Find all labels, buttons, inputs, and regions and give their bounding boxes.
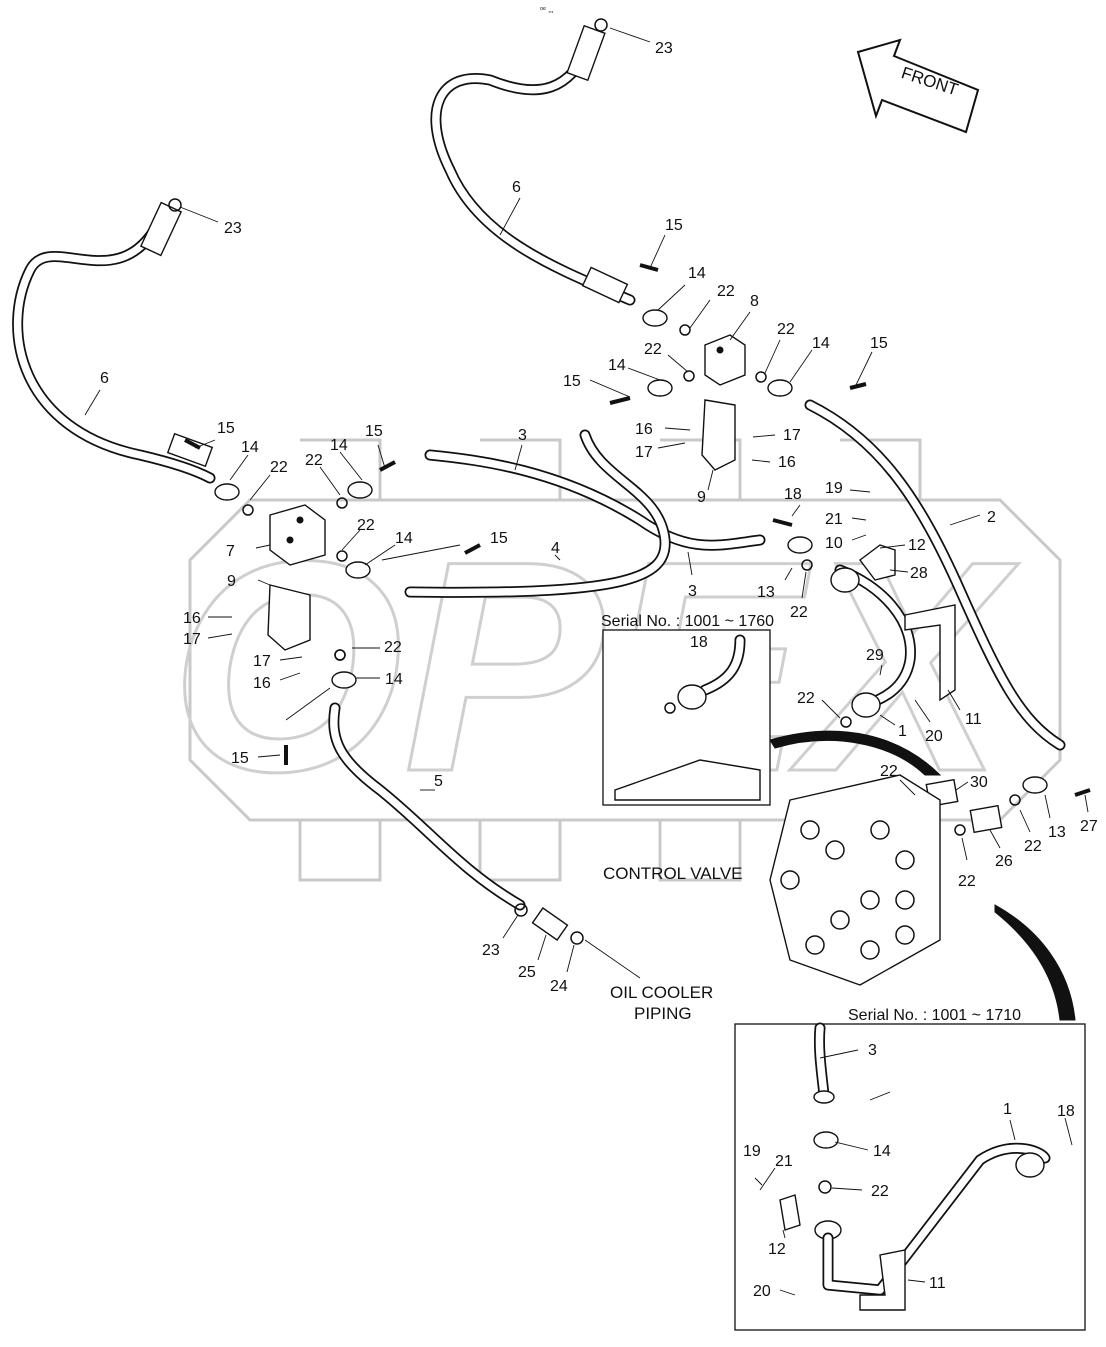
- callout-12: 12: [908, 537, 926, 554]
- callout-19: 19: [743, 1143, 761, 1160]
- callout-22: 22: [797, 690, 815, 707]
- callout-22: 22: [384, 639, 402, 656]
- callout-14: 14: [395, 530, 413, 547]
- callout-28: 28: [910, 565, 928, 582]
- inset-top: Serial No. : 1001 ~ 1760: [601, 613, 774, 806]
- callout-20: 20: [925, 728, 943, 745]
- callout-15: 15: [365, 423, 383, 440]
- callout-14: 14: [812, 335, 830, 352]
- callout-25: 25: [518, 964, 536, 981]
- callout-22: 22: [880, 763, 898, 780]
- callout-3: 3: [688, 583, 697, 600]
- callout-6: 6: [512, 179, 521, 196]
- front-arrow: FRONT: [856, 38, 980, 134]
- header-mark: ᵒᵉ ‚‚‚: [540, 5, 554, 14]
- callout-17: 17: [635, 444, 653, 461]
- callout-30: 30: [970, 774, 988, 791]
- callout-14: 14: [241, 439, 259, 456]
- callout-14: 14: [873, 1143, 891, 1160]
- callout-26: 26: [995, 853, 1013, 870]
- callout-16: 16: [253, 675, 271, 692]
- callout-23: 23: [482, 942, 500, 959]
- callout-10: 10: [825, 535, 843, 552]
- callout-12: 12: [768, 1241, 786, 1258]
- callout-6: 6: [100, 370, 109, 387]
- callout-16: 16: [778, 454, 796, 471]
- callout-15: 15: [217, 420, 235, 437]
- callout-11: 11: [929, 1275, 946, 1292]
- oil-cooler-label-line1: OIL COOLER: [610, 983, 713, 1002]
- callout-15: 15: [490, 530, 508, 547]
- callout-1: 1: [898, 723, 907, 740]
- callout-15: 15: [870, 335, 888, 352]
- callout-7: 7: [226, 543, 235, 560]
- inset-bottom-title: Serial No. : 1001 ~ 1710: [848, 1007, 1021, 1024]
- callout-14: 14: [608, 357, 626, 374]
- callout-22: 22: [790, 604, 808, 621]
- callout-1: 1: [1003, 1101, 1012, 1118]
- callout-22: 22: [717, 283, 735, 300]
- hoses: [12, 39, 1066, 911]
- inset-top-title: Serial No. : 1001 ~ 1760: [601, 613, 774, 630]
- control-valve: [769, 774, 941, 986]
- callout-13: 13: [1048, 824, 1066, 841]
- callout-19: 19: [825, 480, 843, 497]
- callout-23: 23: [655, 40, 673, 57]
- callout-23: 23: [224, 220, 242, 237]
- callout-9: 9: [227, 573, 236, 590]
- callout-21: 21: [775, 1153, 793, 1170]
- callout-22: 22: [777, 321, 795, 338]
- callout-5: 5: [434, 773, 443, 790]
- callout-2: 2: [987, 509, 996, 526]
- callout-20: 20: [753, 1283, 771, 1300]
- callout-22: 22: [871, 1183, 889, 1200]
- leader-lines: [84, 27, 1089, 1296]
- callout-16: 16: [635, 421, 653, 438]
- callout-14: 14: [330, 437, 348, 454]
- callout-11: 11: [965, 711, 982, 728]
- callout-22: 22: [305, 452, 323, 469]
- callout-8: 8: [750, 293, 759, 310]
- callout-14: 14: [385, 671, 403, 688]
- callout-9: 9: [697, 489, 706, 506]
- callout-13: 13: [757, 584, 775, 601]
- callout-15: 15: [563, 373, 581, 390]
- callout-22: 22: [1024, 838, 1042, 855]
- callout-27: 27: [1080, 818, 1098, 835]
- callout-16: 16: [183, 610, 201, 627]
- callout-17: 17: [783, 427, 801, 444]
- callout-4: 4: [551, 540, 560, 557]
- callout-3: 3: [518, 427, 527, 444]
- callout-22: 22: [357, 517, 375, 534]
- control-valve-label: CONTROL VALVE: [603, 864, 743, 883]
- callout-17: 17: [253, 653, 271, 670]
- callout-15: 15: [231, 750, 249, 767]
- callout-17: 17: [183, 631, 201, 648]
- callout-24: 24: [550, 978, 568, 995]
- callout-22: 22: [958, 873, 976, 890]
- callout-18: 18: [1057, 1103, 1075, 1120]
- callout-15: 15: [665, 217, 683, 234]
- callout-18: 18: [690, 634, 708, 651]
- callout-14: 14: [688, 265, 706, 282]
- callout-18: 18: [784, 486, 802, 503]
- inset-bottom: Serial No. : 1001 ~ 1710: [734, 1007, 1086, 1331]
- callout-29: 29: [866, 647, 884, 664]
- callout-21: 21: [825, 511, 843, 528]
- callout-3: 3: [868, 1042, 877, 1059]
- callout-22: 22: [644, 341, 662, 358]
- fittings: [139, 18, 1091, 945]
- callout-labels: 23 23 23 6 6 15 15 15 15 15 15 15 14 14 …: [100, 40, 1098, 1300]
- callout-22: 22: [270, 459, 288, 476]
- oil-cooler-label-line2: PIPING: [634, 1004, 692, 1023]
